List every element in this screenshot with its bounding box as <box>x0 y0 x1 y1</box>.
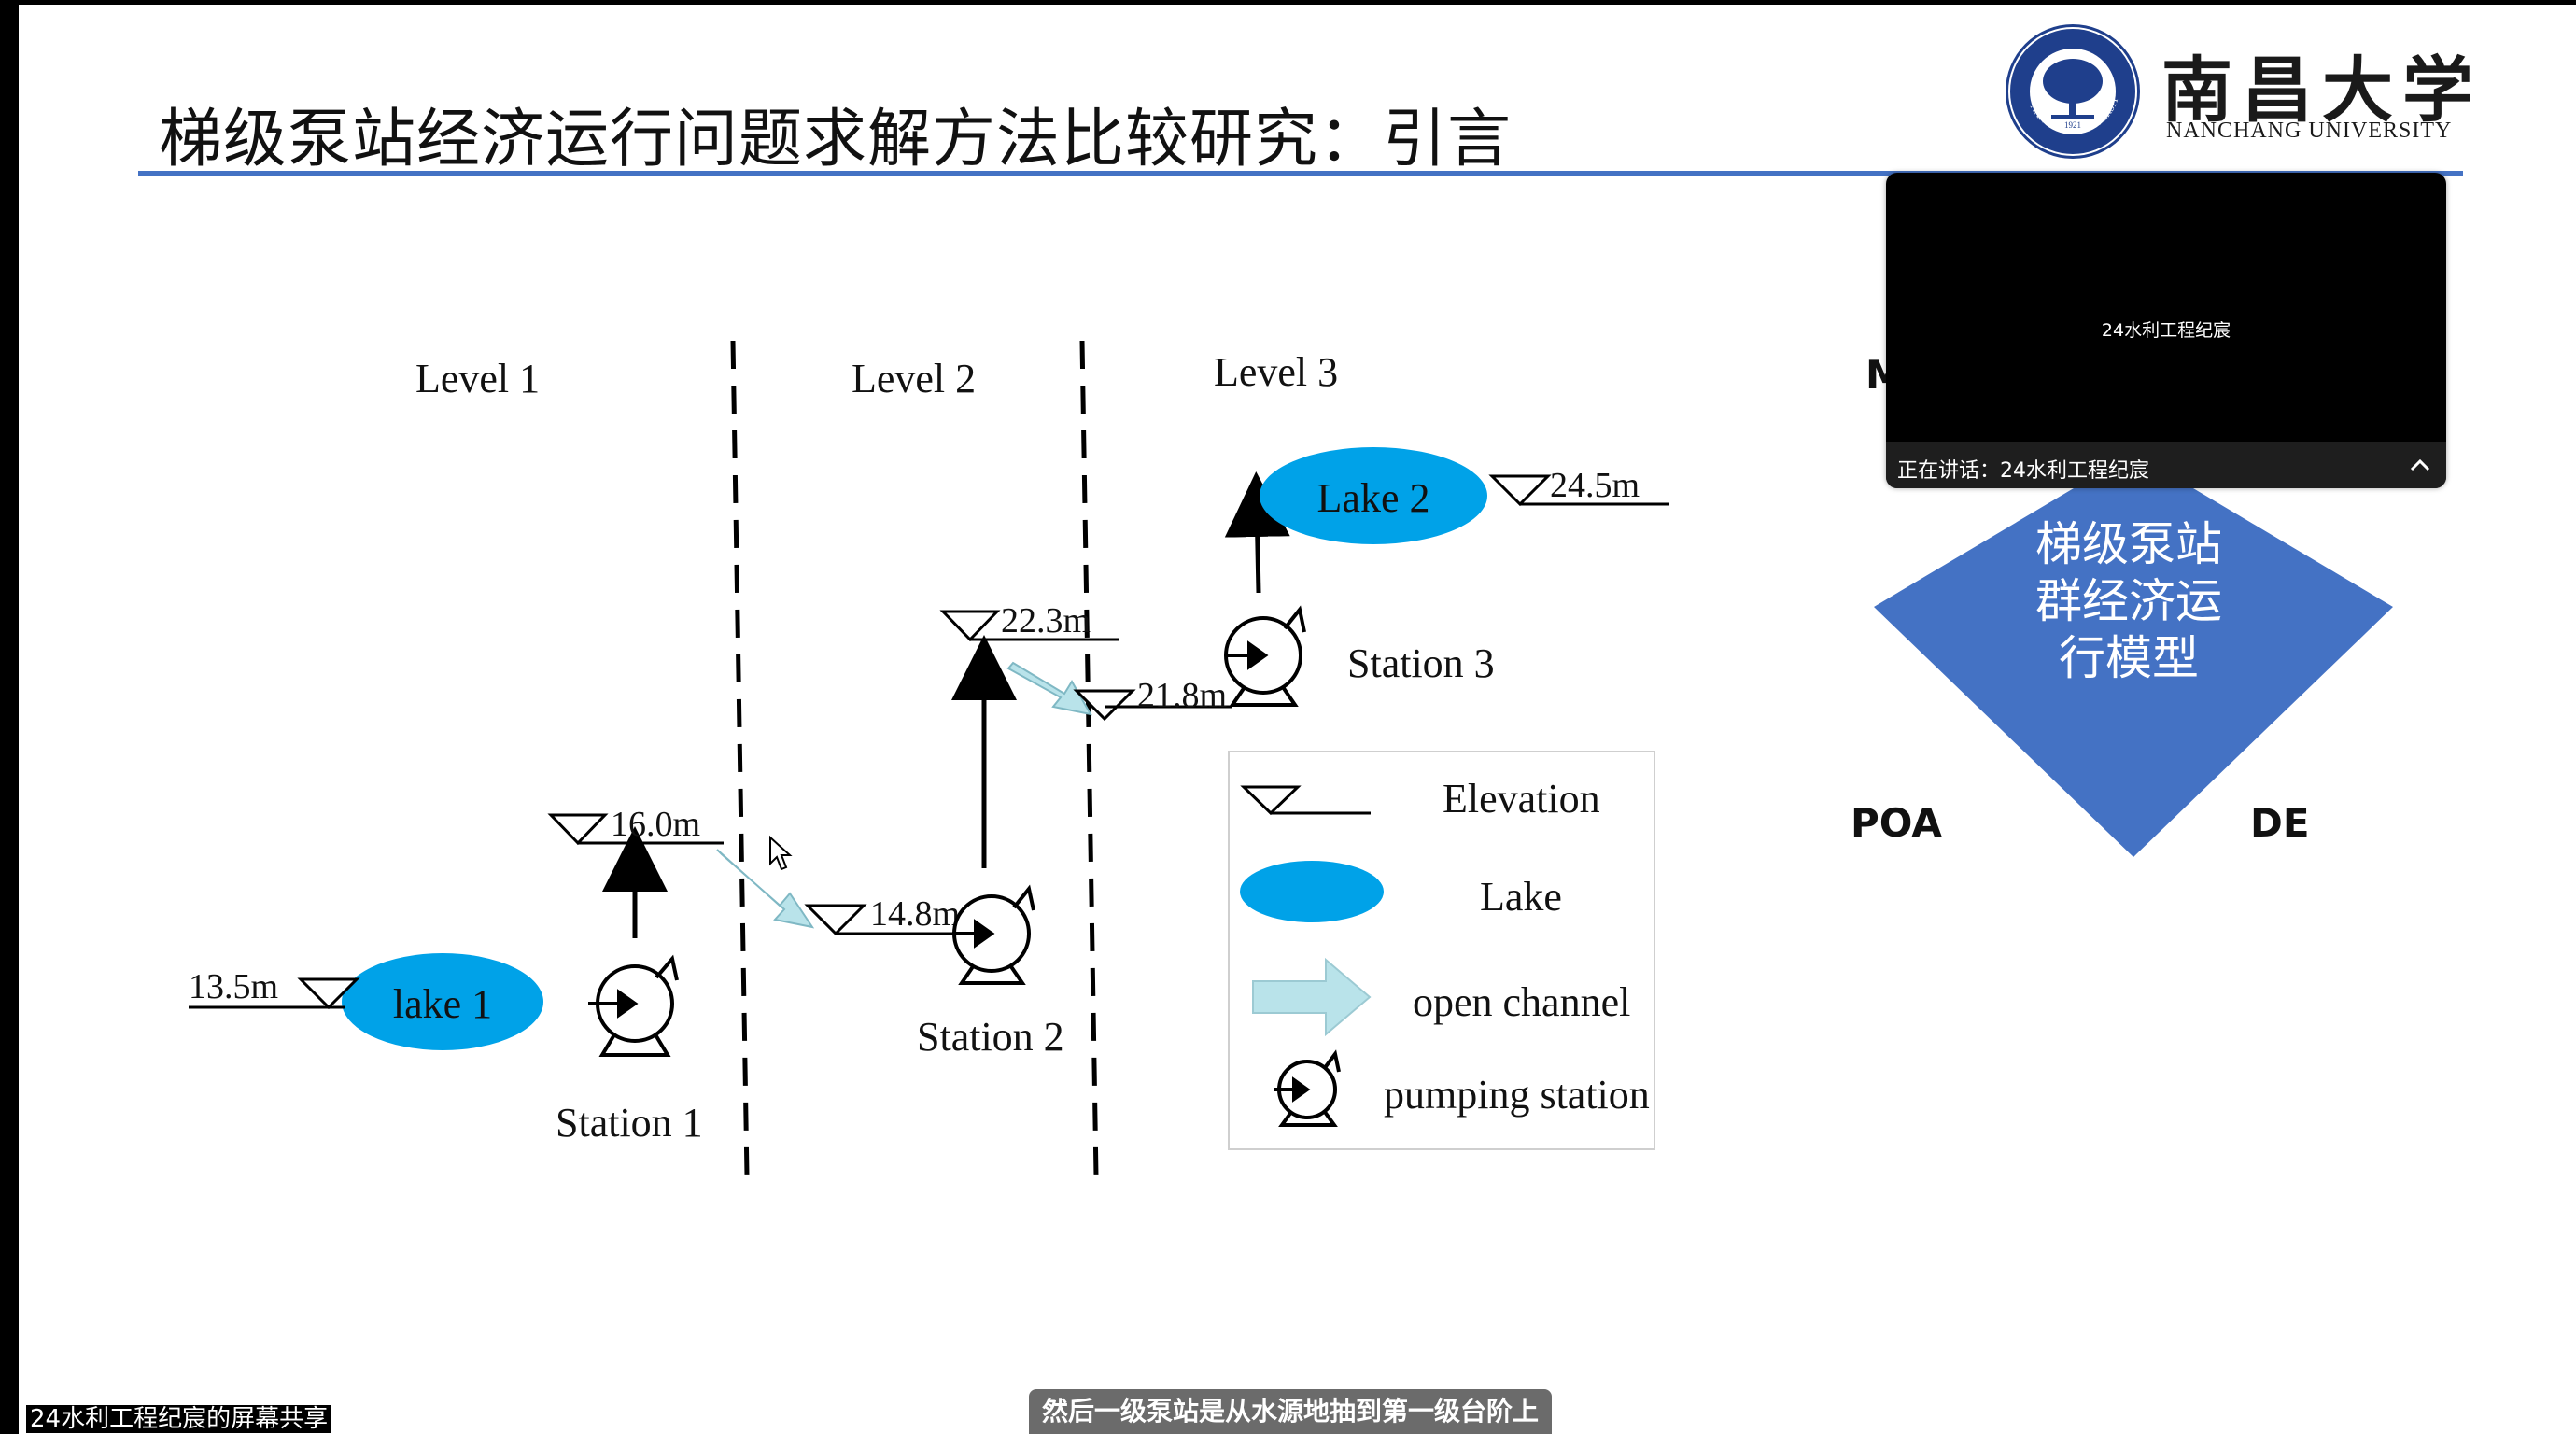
legend-lake-icon <box>1240 861 1384 922</box>
university-name-en: NANCHANG UNIVERSITY <box>2166 119 2453 143</box>
model-diamond <box>1874 453 2393 857</box>
pump-station-3-icon <box>1224 605 1306 707</box>
pump-station-1-icon <box>588 954 679 1057</box>
lake-1 <box>342 953 543 1050</box>
level-divider <box>1079 340 1099 1177</box>
title-rule <box>138 171 2463 176</box>
pump-station-2-icon <box>952 884 1035 985</box>
open-channel-1 <box>716 849 815 929</box>
station-label: Station 3 <box>1347 640 1495 686</box>
legend-label: open channel <box>1413 979 1630 1025</box>
station-label: Station 2 <box>917 1014 1064 1060</box>
legend-elevation-icon <box>1240 785 1302 816</box>
elevation-label: 21.8m <box>1137 676 1227 715</box>
legend: Elevation Lake open channel pumping stat… <box>1228 751 1655 1150</box>
university-seal-icon: NANCHANG UNIVERSITY 1921 <box>2003 21 2140 159</box>
diamond-line: 行模型 <box>2059 631 2199 685</box>
elevation-label: 14.8m <box>870 894 960 934</box>
video-footer: 正在讲话：24水利工程纪宸 <box>1886 442 2446 488</box>
elevation-label: 24.5m <box>1550 466 1640 505</box>
participant-name: 24水利工程纪宸 <box>2101 320 2231 341</box>
level-label: Level 2 <box>852 356 976 401</box>
elevation-icon <box>547 813 609 846</box>
seal-year: 1921 <box>2064 120 2081 130</box>
station-label: Station 1 <box>556 1100 703 1146</box>
university-name-cn: 南昌大学 <box>2161 49 2483 132</box>
elevation-icon <box>1073 689 1136 722</box>
legend-pump-icon <box>1274 1049 1341 1127</box>
model-diamond-label: 梯级泵站 群经济运 行模型 <box>1998 516 2259 687</box>
poa-label: POA <box>1851 800 1942 846</box>
legend-label: Lake <box>1480 874 1562 920</box>
mouse-cursor-icon <box>769 835 793 871</box>
elevation-icon <box>297 977 360 1010</box>
diamond-line: 梯级泵站 <box>2035 517 2222 571</box>
level-label: Level 1 <box>415 356 540 401</box>
slide-title: 梯级泵站经济运行问题求解方法比较研究：引言 <box>159 103 1513 176</box>
level-divider <box>730 340 750 1177</box>
elevation-label: 16.0m <box>611 805 700 844</box>
elevation-icon <box>804 904 867 936</box>
elevation-icon <box>939 610 1001 642</box>
diamond-line: 群经济运 <box>2035 574 2222 628</box>
legend-label: pumping station <box>1384 1072 1650 1118</box>
legend-channel-icon <box>1252 957 1372 1037</box>
open-channel-2 <box>1006 661 1092 716</box>
elevation-label: 22.3m <box>1001 601 1091 640</box>
lake-2 <box>1260 447 1487 544</box>
chevron-up-icon <box>2410 458 2430 471</box>
participant-video-panel[interactable]: 24水利工程纪宸 正在讲话：24水利工程纪宸 <box>1886 173 2446 488</box>
collapse-video-button[interactable] <box>2403 449 2437 481</box>
cascade-pump-diagram: Level 1 Level 2 Level 3 lake 1 13.5m Sta… <box>189 340 1669 1177</box>
live-subtitle: 然后一级泵站是从水源地抽到第一级台阶上 <box>1029 1389 1552 1434</box>
lake-label: Lake 2 <box>1317 475 1430 521</box>
level-label: Level 3 <box>1214 349 1338 395</box>
de-label: DE <box>2250 800 2310 846</box>
speaking-indicator: 正在讲话：24水利工程纪宸 <box>1897 459 2149 483</box>
elevation-icon <box>1488 474 1552 507</box>
lake-label: lake 1 <box>393 981 492 1027</box>
screen-share-label: 24水利工程纪宸的屏幕共享 <box>26 1405 332 1433</box>
elevation-label: 13.5m <box>189 967 278 1006</box>
legend-label: Elevation <box>1443 776 1600 822</box>
